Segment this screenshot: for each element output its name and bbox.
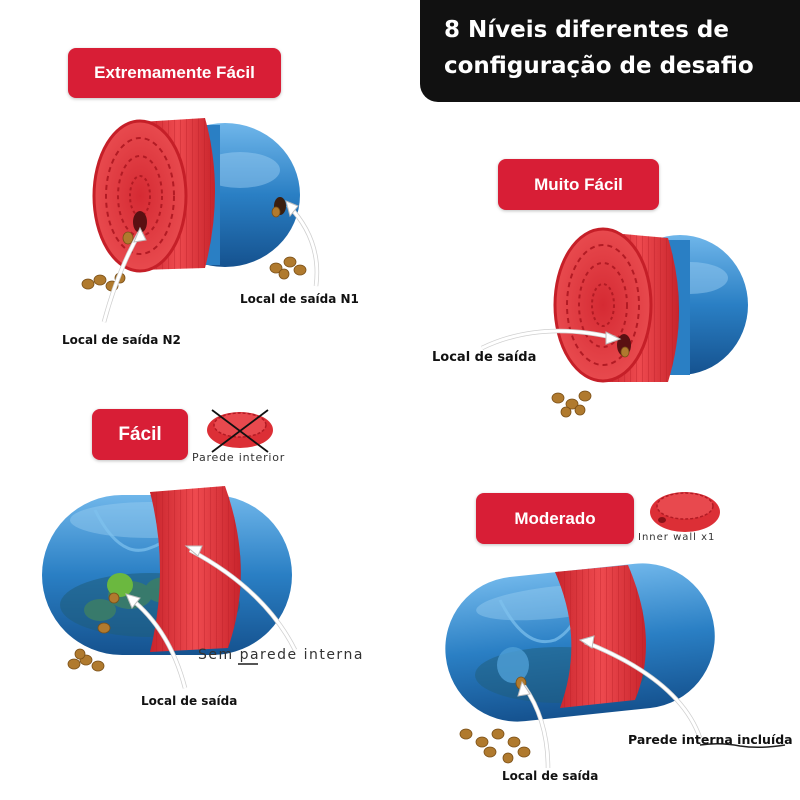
level-badge-extremely-easy: Extremamente Fácil [68, 48, 281, 98]
kibble-1 [81, 206, 307, 292]
toy-easy [42, 486, 292, 655]
exit-label-moderate: Local de saída [502, 769, 599, 783]
toy-extremely-easy [92, 118, 300, 273]
toy-moderate [445, 563, 715, 722]
level-badge-easy: Fácil [92, 409, 188, 460]
header-title-line1: 8 Níveis diferentes de [444, 17, 729, 43]
underline-mark [699, 742, 786, 749]
toy-very-easy [553, 227, 748, 383]
inner-wall-included-label: Parede interna incluída [628, 732, 793, 747]
exit-label-very-easy: Local de saída [432, 350, 537, 365]
inner-wall-caption-easy: Parede interior [192, 451, 286, 464]
kibble-3 [67, 592, 120, 672]
exit-label-easy: Local de saída [141, 694, 238, 708]
no-inner-wall-label: Sem parede interna [198, 647, 364, 663]
header-title-line2: configuração de desafio [444, 53, 754, 79]
kibble-2 [551, 346, 630, 418]
level-badge-moderate: Moderado [476, 493, 634, 544]
arrow-heads [125, 200, 622, 697]
header-banner: 8 Níveis diferentes de configuração de d… [420, 0, 800, 102]
inner-wall-crossed-icon [207, 409, 273, 453]
kibble-4 [459, 676, 531, 764]
inner-wall-caption-moderate: Inner wall x1 [638, 532, 716, 543]
exit-label-n2: Local de saída N2 [62, 333, 181, 347]
inner-wall-icon [650, 492, 720, 532]
level-badge-very-easy: Muito Fácil [498, 159, 659, 210]
exit-label-n1: Local de saída N1 [240, 292, 359, 306]
